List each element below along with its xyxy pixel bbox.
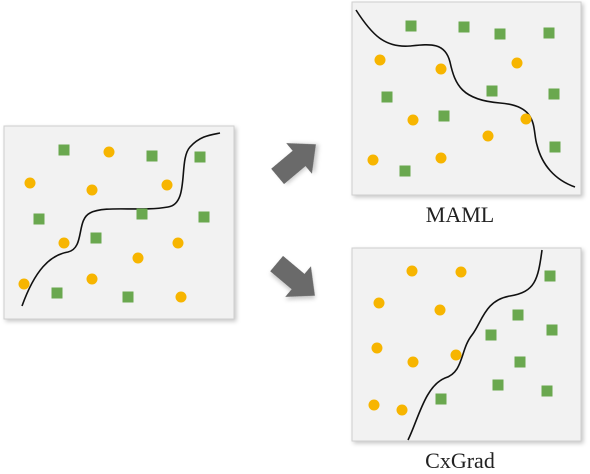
source-circle-point <box>24 177 36 189</box>
maml-circle-point <box>520 113 532 125</box>
source-square-point <box>194 151 206 163</box>
maml-square-point <box>438 110 450 122</box>
cxgrad-circle-point <box>373 297 385 309</box>
cxgrad-circle-point <box>407 356 419 368</box>
maml-square-point <box>399 165 411 177</box>
maml-label: MAML <box>425 202 495 227</box>
source-circle-point <box>161 179 173 191</box>
cxgrad-decision-boundary <box>407 249 543 441</box>
cxgrad-square-point <box>512 309 524 321</box>
cxgrad-circle-point <box>406 265 418 277</box>
source-square-point <box>90 232 102 244</box>
cxgrad-circle-point <box>396 404 408 416</box>
source-circle-point <box>86 273 98 285</box>
cxgrad-square-point <box>544 270 556 282</box>
cxgrad-label: CxGrad <box>425 448 495 473</box>
source-square-point <box>146 150 158 162</box>
cxgrad-circle-point <box>455 266 467 278</box>
arrow-up-right-icon <box>271 143 316 185</box>
source-panel <box>3 125 235 320</box>
arrow-down-right-icon <box>270 255 315 297</box>
source-square-point <box>33 213 45 225</box>
maml-circle-point <box>511 57 523 69</box>
maml-decision-boundary <box>355 9 576 188</box>
source-circle-point <box>175 291 187 303</box>
source-circle-point <box>103 146 115 158</box>
maml-circle-point <box>482 130 494 142</box>
maml-circle-point <box>367 154 379 166</box>
source-square-point <box>136 208 148 220</box>
cxgrad-circle-point <box>434 304 446 316</box>
cxgrad-square-point <box>485 329 497 341</box>
maml-circle-point <box>435 152 447 164</box>
cxgrad-circle-point <box>450 349 462 361</box>
maml-square-point <box>548 88 560 100</box>
maml-circle-point <box>407 114 419 126</box>
maml-square-point <box>405 20 417 32</box>
source-circle-point <box>18 278 30 290</box>
cxgrad-square-point <box>492 379 504 391</box>
cxgrad-circle-point <box>368 399 380 411</box>
cxgrad-square-point <box>514 356 526 368</box>
maml-square-point <box>381 91 393 103</box>
maml-square-point <box>549 141 561 153</box>
source-square-point <box>198 211 210 223</box>
cxgrad-square-point <box>546 324 558 336</box>
source-circle-point <box>132 252 144 264</box>
cxgrad-square-point <box>435 393 447 405</box>
source-circle-point <box>86 184 98 196</box>
cxgrad-square-point <box>541 385 553 397</box>
cxgrad-circle-point <box>371 342 383 354</box>
source-square-point <box>58 144 70 156</box>
maml-square-point <box>486 85 498 97</box>
maml-circle-point <box>374 54 386 66</box>
maml-circle-point <box>435 63 447 75</box>
maml-square-point <box>458 21 470 33</box>
source-square-point <box>122 291 134 303</box>
cxgrad-panel <box>351 247 582 442</box>
maml-square-point <box>494 28 506 40</box>
source-circle-point <box>172 237 184 249</box>
maml-panel <box>351 1 582 196</box>
source-circle-point <box>58 237 70 249</box>
maml-square-point <box>543 27 555 39</box>
source-decision-boundary <box>21 132 221 307</box>
source-square-point <box>51 287 63 299</box>
